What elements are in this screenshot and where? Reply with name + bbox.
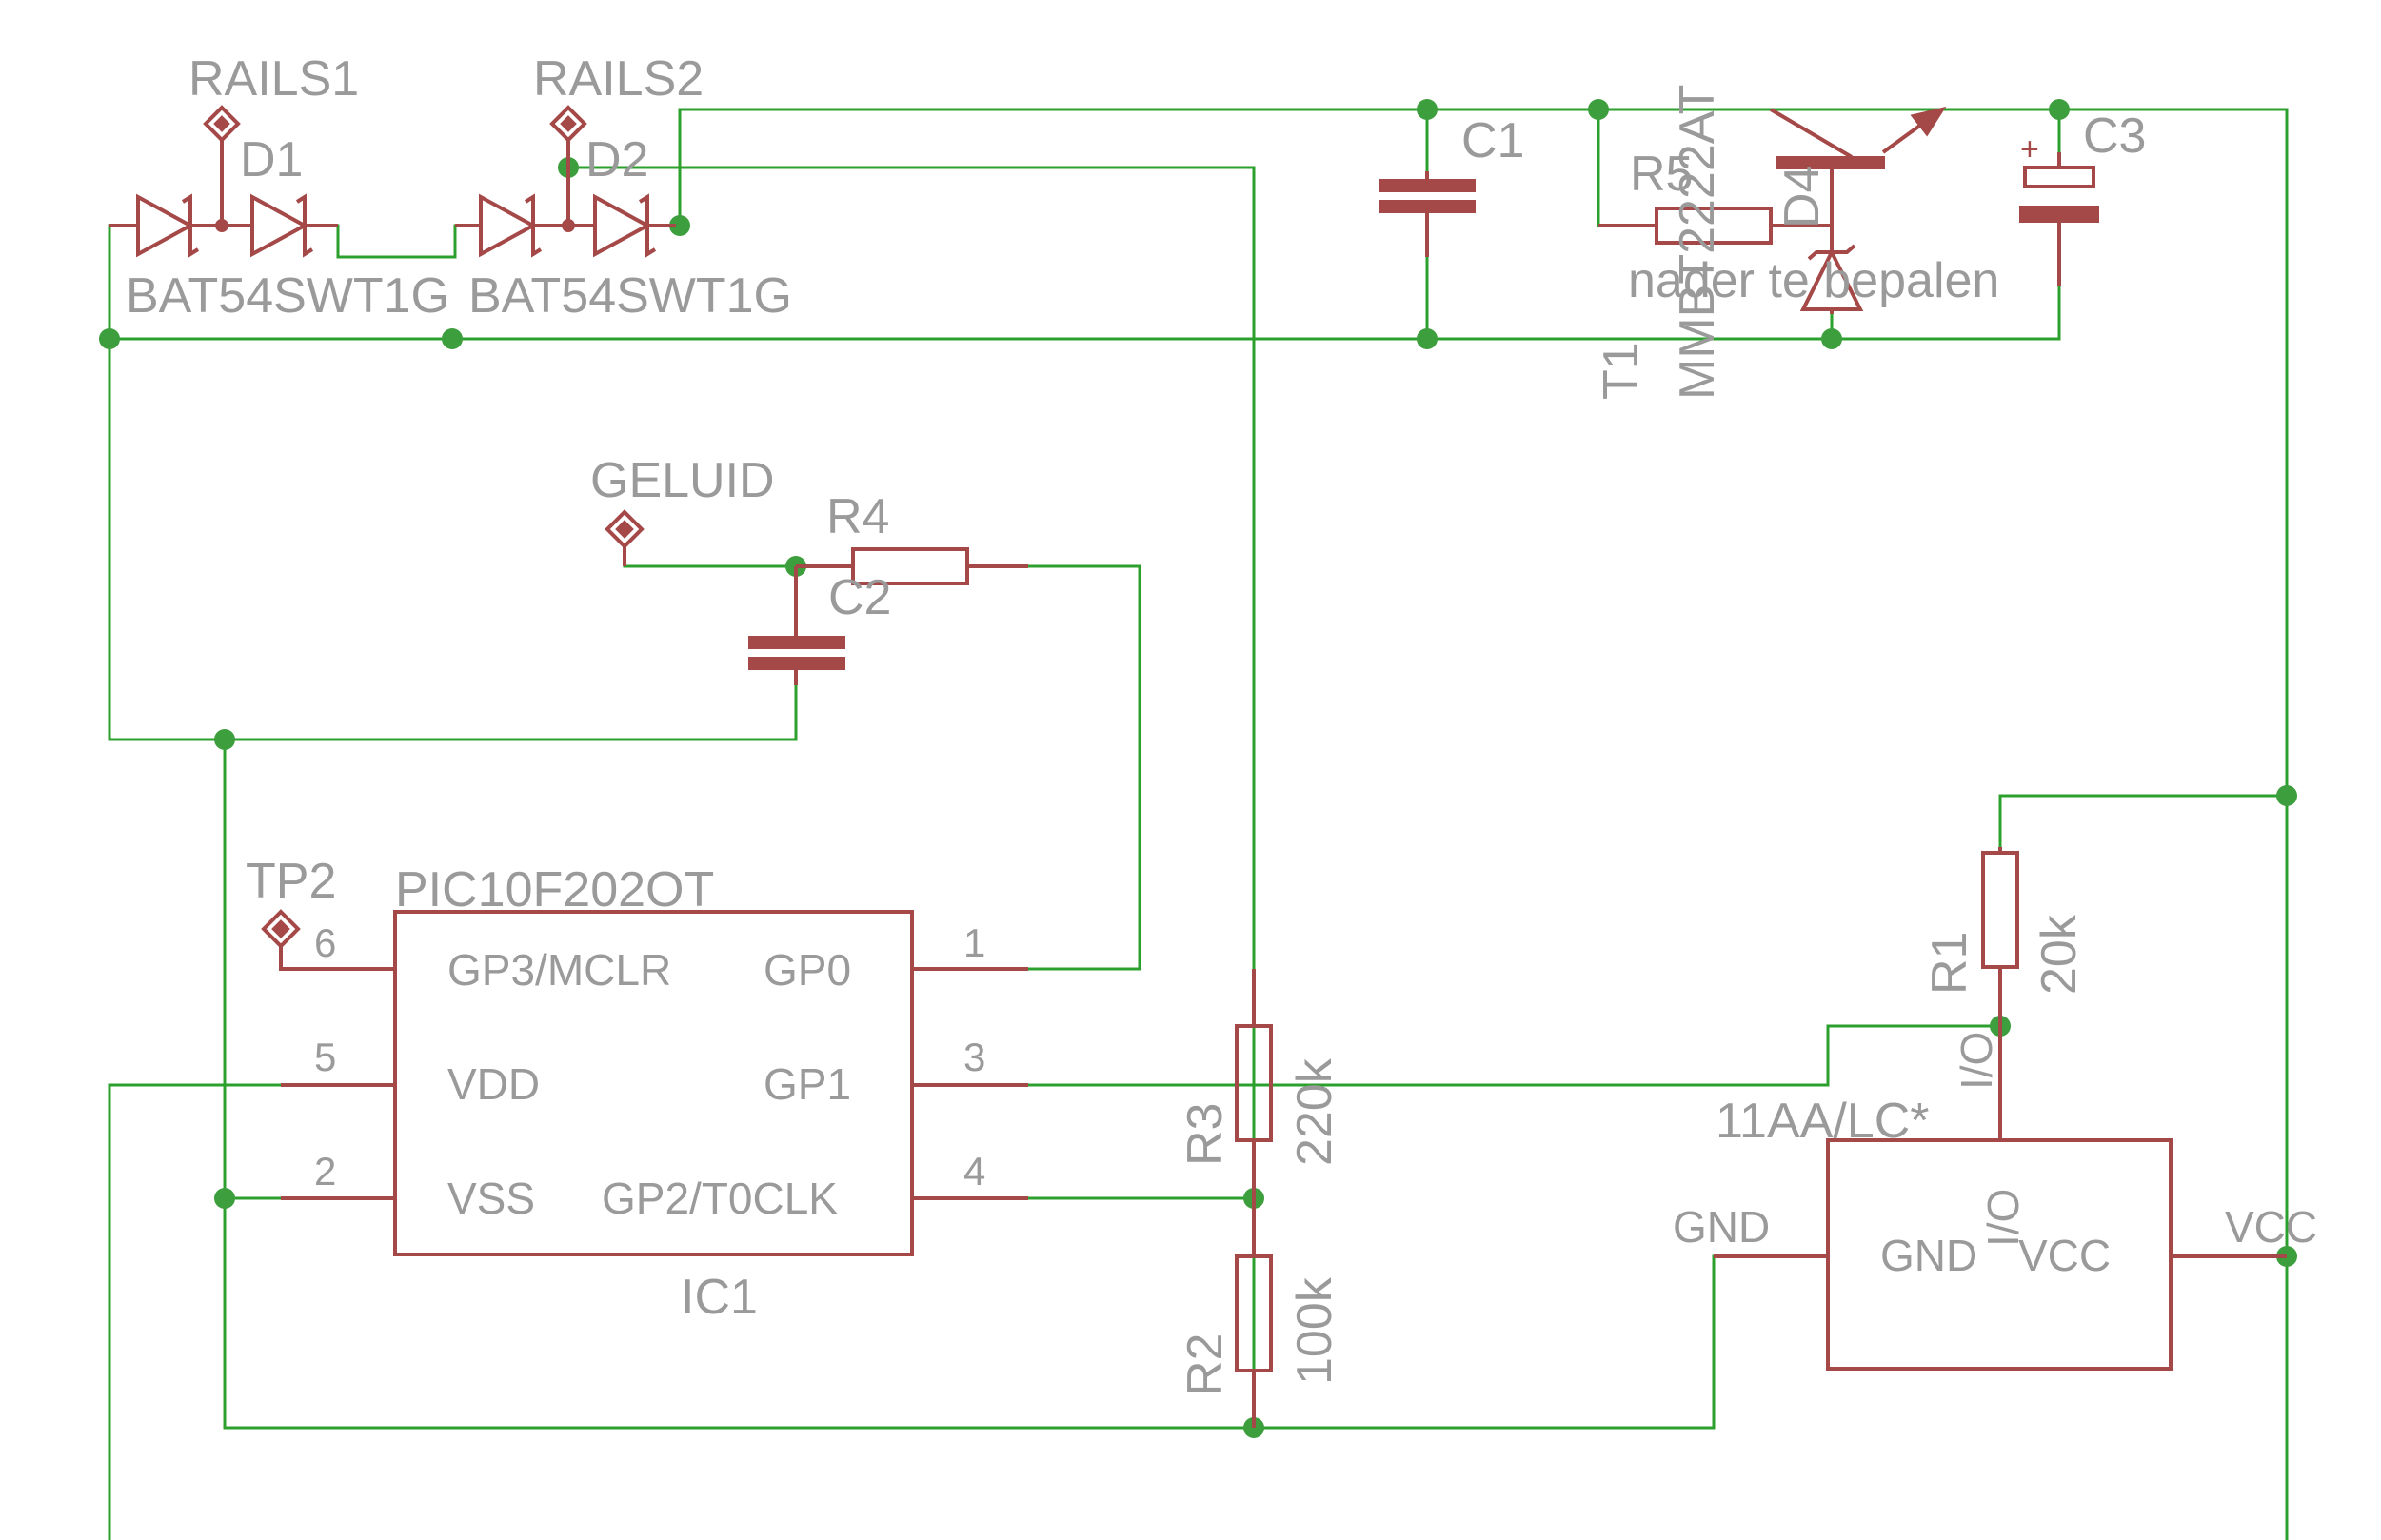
capacitor-c1[interactable] [1379,171,1476,257]
label-d1-value: BAT54SWT1G [126,268,449,324]
junctions [99,99,2297,1438]
label-c3-plus: + [2020,131,2039,168]
labels: RAILS1 RAILS2 D1 D2 BAT54SWT1G BAT54SWT1… [126,51,2317,1396]
ic1-pinnum-3: 3 [963,1035,985,1079]
ic-11aa[interactable] [1714,1026,2287,1371]
ic1-pinnum-1: 1 [963,920,985,965]
label-tp2: TP2 [246,854,336,909]
label-ic1: IC1 [681,1270,758,1325]
capacitor-c3[interactable] [2019,152,2099,286]
resistor-r4[interactable] [796,547,1028,585]
label-d4: D4 [1775,166,1830,228]
label-io-pin: I/O [1952,1032,2001,1090]
label-r3: R3 [1178,1103,1233,1166]
label-c1: C1 [1461,113,1524,168]
ic1-pin-gp2: GP2/T0CLK [602,1174,838,1223]
u2-pin-io: I/O [1978,1189,2028,1247]
label-r3-value: 220k [1287,1057,1342,1166]
label-r2: R2 [1178,1333,1233,1396]
resistor-r3[interactable] [1235,969,1273,1198]
testpoint-geluid[interactable] [605,509,645,566]
label-u2-name: 11AA/LC* [1716,1094,1930,1149]
diode-d1[interactable] [109,141,338,258]
u2-pin-vcc: VCC [2018,1231,2111,1280]
wires [108,108,2289,1540]
label-r5: R5 [1630,147,1693,202]
label-gnd-pin: GND [1673,1202,1770,1252]
label-r2-value: 100k [1287,1276,1342,1385]
label-r4: R4 [826,489,889,544]
label-c2: C2 [828,570,891,625]
resistor-r5[interactable] [1598,207,1785,245]
u2-pin-gnd: GND [1880,1231,1977,1280]
ic1-pin-gp1: GP1 [764,1059,851,1109]
ic1-pin-gp0: GP0 [764,945,851,995]
label-note: nader te bepalen [1628,253,1999,308]
resistor-r1[interactable] [1981,847,2019,1026]
label-rails1: RAILS1 [188,51,359,107]
ic1-pinnum-5: 5 [314,1035,336,1079]
ic1-pinnum-4: 4 [963,1149,985,1194]
ic1-pin-gp3: GP3/MCLR [447,945,671,995]
label-t1: T1 [1594,342,1649,400]
ic1-pinnum-2: 2 [314,1149,336,1194]
resistor-r2[interactable] [1235,1198,1273,1428]
ic1-pic10f202[interactable] [281,910,1028,1256]
label-r1-value: 20k [2032,914,2087,995]
transistor-t1[interactable] [1769,106,1947,227]
ic1-pin-vss: VSS [447,1174,535,1223]
label-c3: C3 [2083,109,2146,164]
label-r1: R1 [1922,932,1977,995]
label-vcc-pin: VCC [2225,1202,2317,1252]
diode-d2[interactable] [455,141,676,258]
ic1-pinnum-6: 6 [314,920,336,965]
diode-d4[interactable] [1799,226,1864,314]
label-d2-value: BAT54SWT1G [468,268,792,324]
testpoint-rails1[interactable] [203,105,241,143]
label-d2: D2 [585,132,648,188]
ic1-pin-vdd: VDD [447,1059,540,1109]
label-d1: D1 [240,132,303,188]
label-ic1-name: PIC10F202OT [395,862,714,918]
capacitor-c2[interactable] [748,566,845,685]
testpoint-rails2[interactable] [549,105,587,143]
label-t1-value: MMBT2222AT [1670,85,1725,400]
label-geluid: GELUID [590,453,775,508]
label-rails2: RAILS2 [533,51,704,107]
